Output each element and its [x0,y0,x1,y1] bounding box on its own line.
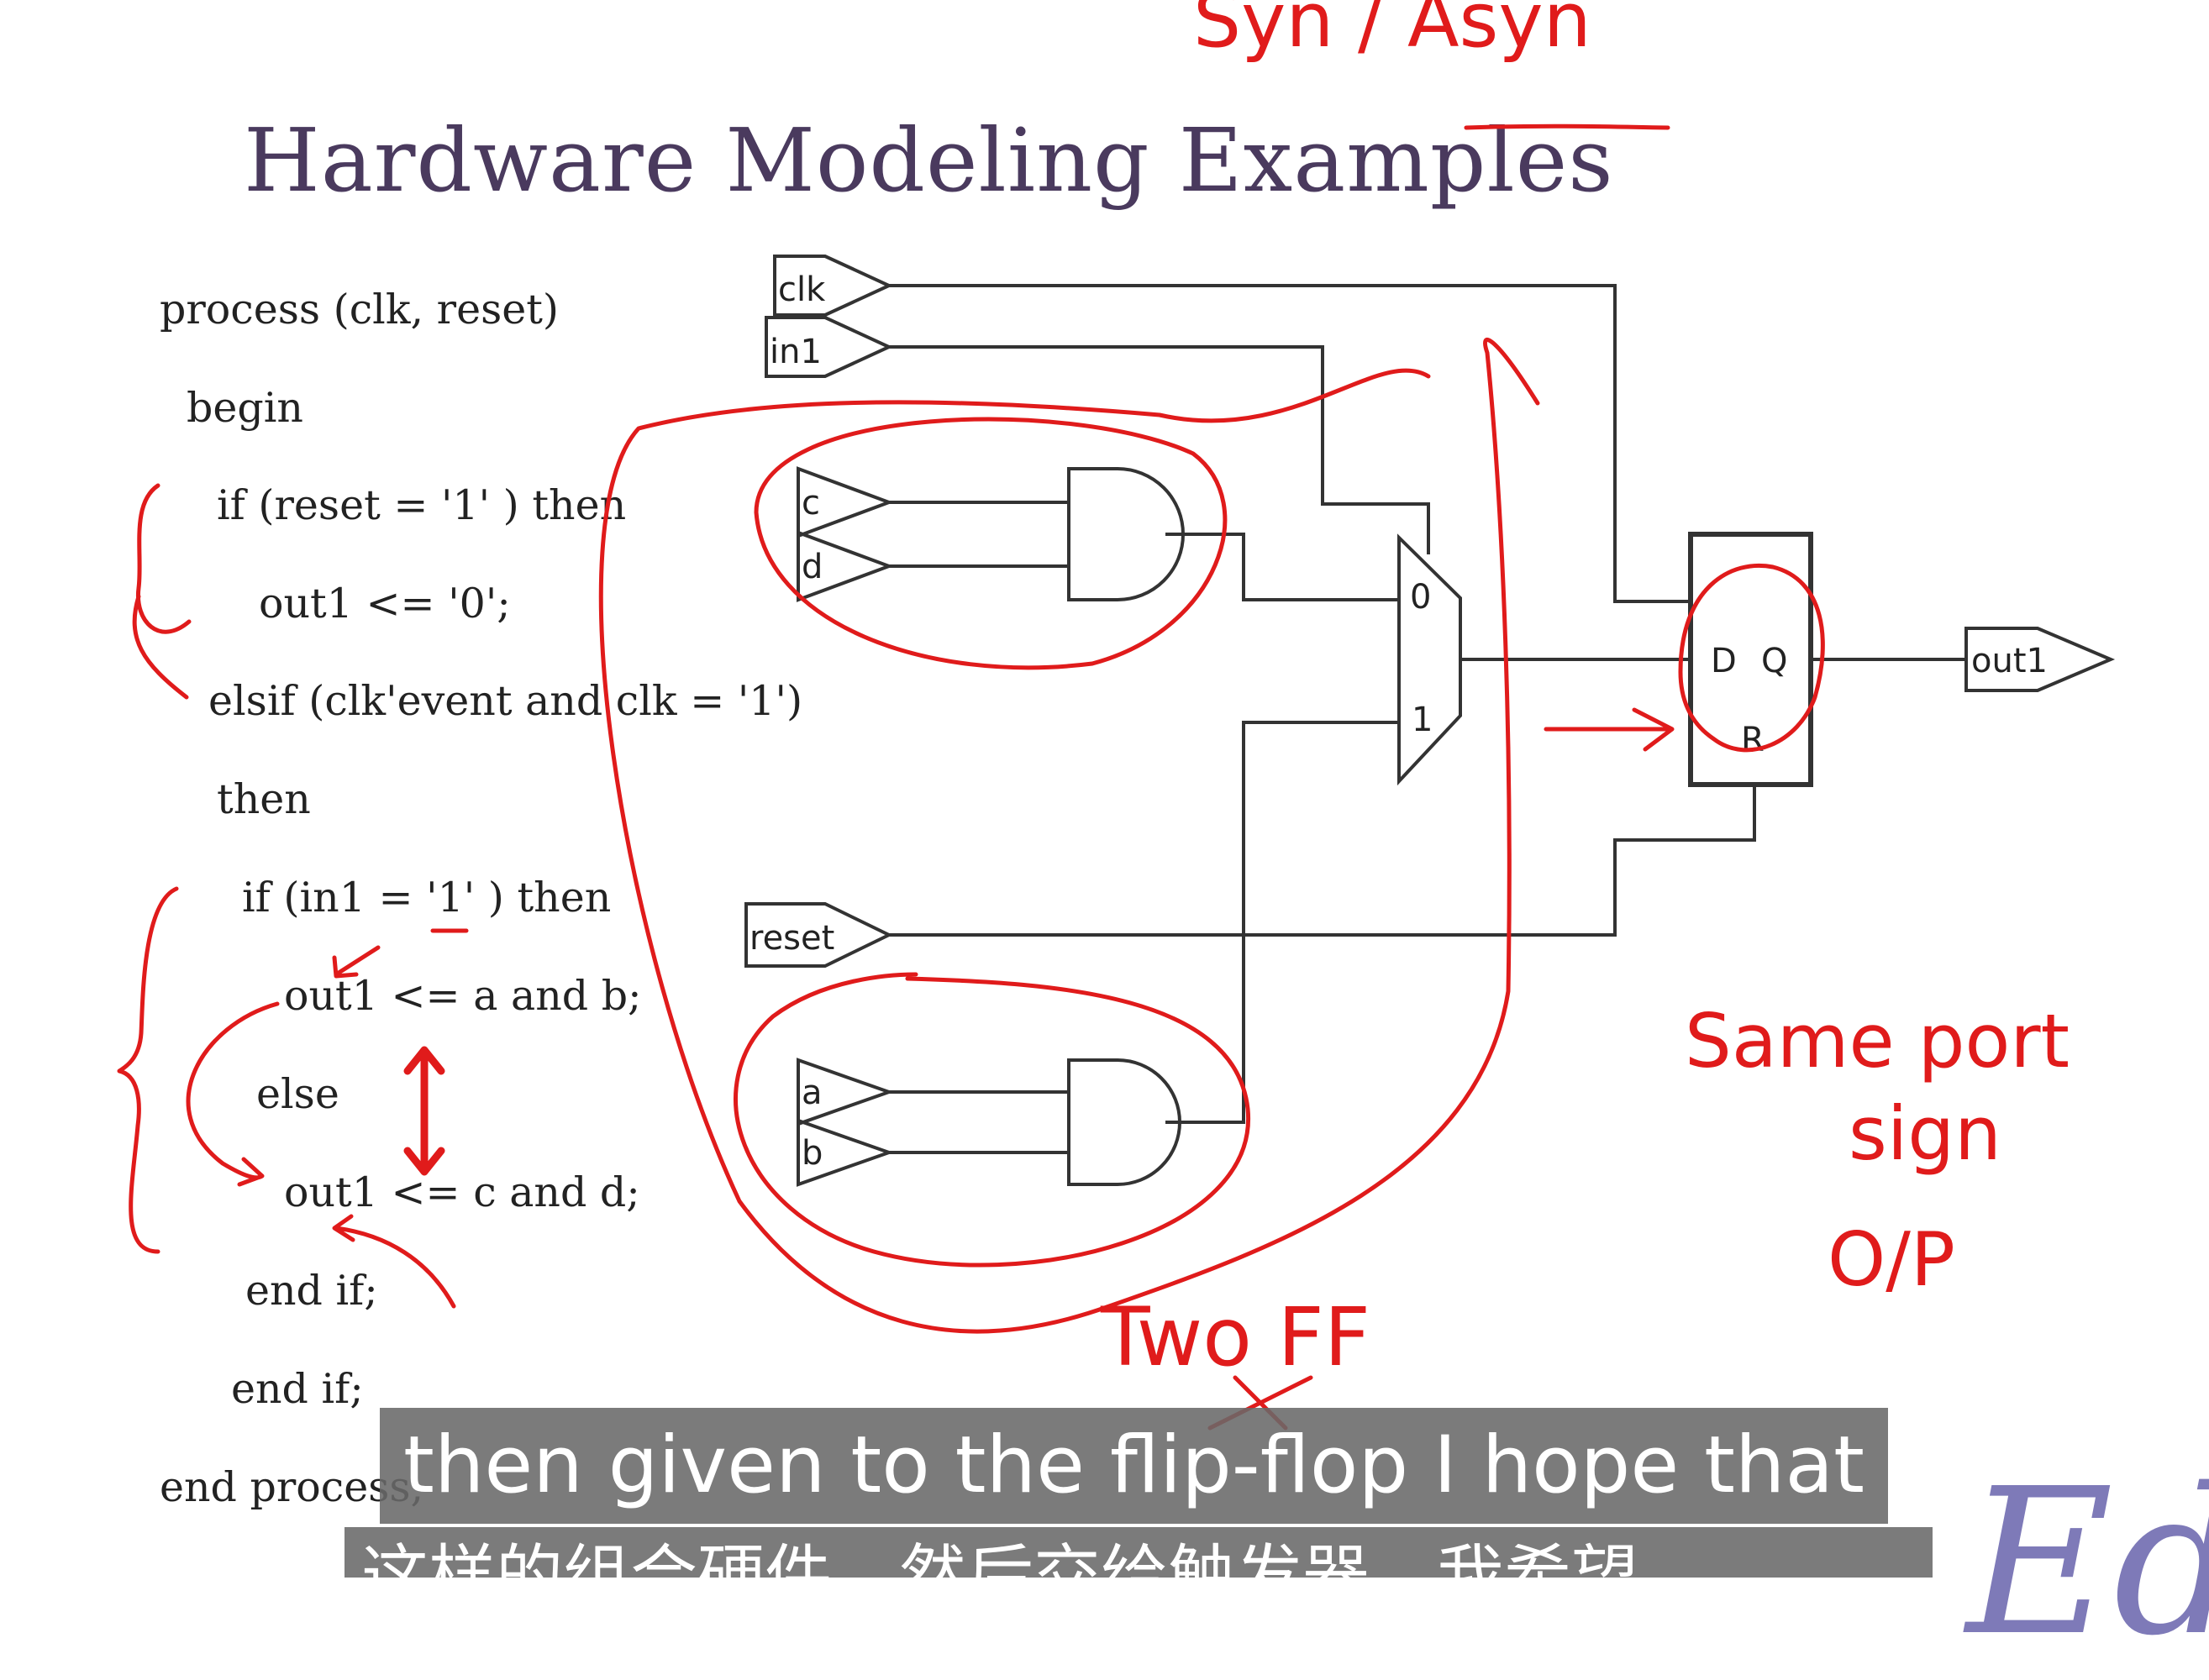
port-clk-label: clk [778,270,826,309]
code-line-11: end if; [245,1267,378,1315]
annotation-brace-reset [132,483,192,700]
port-b-shape [797,1118,895,1187]
code-line-10: out1 <= c and d; [284,1168,640,1216]
annotation-arrow-out1-a [332,945,381,979]
port-reset-label: reset [749,919,834,958]
mux-body [1397,533,1462,786]
ff-pin-q-label: Q [1761,642,1787,680]
port-in1-label: in1 [770,333,822,371]
port-b-label: b [802,1134,823,1173]
code-line-6: then [217,775,311,823]
annotation-curve-out1-a [186,1001,280,1187]
annotation-same-port: Same port [1685,998,2070,1084]
port-c-shape [797,466,894,538]
annotation-double-arrow [403,1046,445,1176]
and-gate-bottom [1067,1058,1181,1186]
annotation-sign: sign [1849,1090,2001,1177]
annotation-circle-top-and [754,417,1228,670]
code-line-12: end if; [231,1365,364,1413]
slide-title: Hardware Modeling Examples [244,109,1614,212]
annotation-arrow-ff [1544,707,1675,752]
port-out1-label: out1 [1971,642,2048,680]
port-a-label: a [802,1074,823,1112]
annotation-loop-combinational [598,338,1540,1334]
port-reset-shape [744,902,893,968]
code-line-7: if (in1 = '1' ) then [242,874,612,921]
code-line-2: begin [187,384,303,432]
port-a-shape [797,1058,895,1126]
ff-pin-r-label: R [1741,721,1765,759]
port-out1-shape [1964,627,2116,692]
brand-logo: Ed [1966,1445,2209,1680]
subtitle-chinese: 这样的组合硬件，然后交给触发器，我希望 [344,1527,1933,1578]
port-d-label: d [802,548,823,586]
annotation-circle-bottom-and [734,972,1250,1268]
and-gate-top [1067,467,1185,601]
mux-input-1-label: 1 [1412,701,1433,739]
mux-input-0-label: 0 [1410,578,1431,617]
code-line-3: if (reset = '1' ) then [217,481,627,529]
annotation-syn-asyn: Syn / Asyn [1193,0,1591,65]
annotation-op: O/P [1828,1216,1955,1303]
annotation-brace-clk [117,886,179,1254]
port-c-label: c [802,484,820,522]
code-line-4: out1 <= '0'; [259,580,511,627]
annotation-two-ff: Two FF [1100,1290,1370,1384]
schematic-diagram: clk in1 c d reset a b out1 0 1 D Q R Syn… [117,0,2116,1431]
ff-pin-d-label: D [1711,642,1737,680]
annotation-arrow-out1-b [332,1214,456,1309]
code-line-5: elsif (clk'event and clk = '1') [208,677,803,725]
port-in1-shape [765,316,893,378]
code-line-9: else [256,1070,339,1118]
subtitle-english: then given to the flip-flop I hope that [380,1408,1888,1524]
annotation-underline-asyn [1464,123,1670,130]
annotation-circle-ff [1678,563,1825,753]
port-clk-shape [773,255,893,317]
port-d-shape [797,530,894,602]
code-line-1: process (clk, reset) [160,286,560,333]
code-line-8: out1 <= a and b; [284,972,642,1020]
